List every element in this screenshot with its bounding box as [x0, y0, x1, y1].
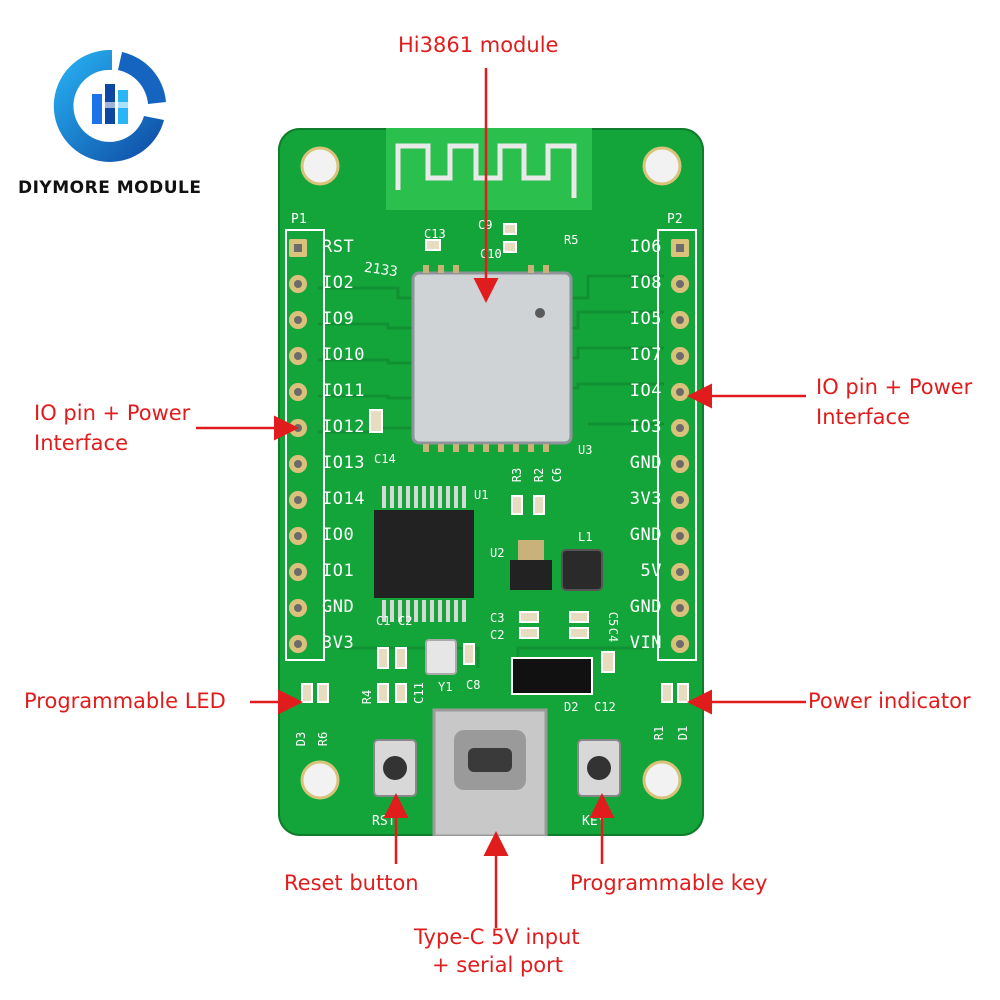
pin-label-right-6: GND — [629, 453, 662, 473]
callout-power-indicator: Power indicator — [808, 689, 971, 713]
header-pin-pad — [289, 275, 307, 293]
pin-label-left-1: IO2 — [322, 273, 355, 293]
pin-label-right-7: 3V3 — [629, 489, 662, 509]
pin-label-left-3: IO10 — [322, 345, 365, 365]
header-pin-pad — [289, 635, 307, 653]
callout-typec-line2: + serial port — [432, 953, 564, 977]
header-pin-pad — [289, 491, 307, 509]
pin-label-right-9: 5V — [640, 561, 662, 581]
refdes-y1: Y1 — [438, 680, 453, 694]
callout-reset-button: Reset button — [284, 871, 419, 895]
pin-label-right-1: IO8 — [629, 273, 662, 293]
header-pin-pad — [671, 563, 689, 581]
header-pin-pad — [289, 455, 307, 473]
header-pin-pad — [671, 275, 689, 293]
pin-label-left-6: IO13 — [322, 453, 365, 473]
refdes-c2-left: C2 — [398, 614, 413, 628]
header-left-label: P1 — [291, 212, 307, 227]
callout-io-right-line1: IO pin + Power — [816, 375, 973, 399]
pin-label-right-0: IO6 — [629, 237, 662, 257]
pin-label-left-10: GND — [322, 597, 355, 617]
pin-label-left-4: IO11 — [322, 381, 365, 401]
refdes-r5: R5 — [564, 233, 579, 247]
header-pin-pad — [289, 563, 307, 581]
header-pin-pad — [671, 347, 689, 365]
header-pin-pad — [671, 635, 689, 653]
pin-label-left-11: 3V3 — [322, 633, 355, 653]
pin-label-right-8: GND — [629, 525, 662, 545]
callout-io-left-line1: IO pin + Power — [34, 401, 191, 425]
pin-label-right-11: VIN — [629, 633, 662, 653]
refdes-c8: C8 — [466, 678, 481, 692]
callout-io-left-line2: Interface — [34, 431, 129, 455]
header-pin-pad — [671, 383, 689, 401]
header-right-label: P2 — [667, 212, 683, 227]
pin-label-left-0: RST — [322, 237, 355, 257]
callout-io-right-line2: Interface — [816, 405, 911, 429]
refdes-l1: L1 — [578, 530, 593, 544]
callout-prog-led: Programmable LED — [24, 689, 226, 713]
pin-label-right-5: IO3 — [629, 417, 662, 437]
pin-label-left-7: IO14 — [322, 489, 365, 509]
callout-typec-line1: Type-C 5V input — [414, 925, 580, 949]
brand-logo — [52, 42, 172, 172]
header-pin-pad — [289, 599, 307, 617]
header-pin-pad — [289, 239, 307, 257]
refdes-c1: C1 — [376, 614, 391, 628]
pcb-board — [278, 128, 704, 836]
header-pin-pad — [671, 455, 689, 473]
refdes-c14: C14 — [374, 452, 396, 466]
brand-name: DIYMORE MODULE — [18, 178, 202, 198]
header-pin-pad — [289, 527, 307, 545]
header-pin-pad — [289, 311, 307, 329]
pin-label-right-2: IO5 — [629, 309, 662, 329]
header-pin-pad — [671, 311, 689, 329]
header-pin-pad — [671, 599, 689, 617]
refdes-u1: U1 — [474, 488, 489, 502]
pin-label-left-8: IO0 — [322, 525, 355, 545]
header-pin-pad — [671, 527, 689, 545]
pin-label-left-2: IO9 — [322, 309, 355, 329]
callout-prog-key: Programmable key — [570, 871, 768, 895]
refdes-u3: U3 — [578, 443, 593, 457]
callout-module: Hi3861 module — [398, 33, 559, 57]
refdes-c13: C13 — [424, 227, 446, 241]
pin-label-right-10: GND — [629, 597, 662, 617]
header-pin-pad — [289, 347, 307, 365]
pin-label-right-3: IO7 — [629, 345, 662, 365]
refdes-c12: C12 — [594, 700, 616, 714]
refdes-c2-right: C2 — [490, 628, 505, 642]
refdes-d2: D2 — [564, 700, 579, 714]
header-pin-pad — [671, 239, 689, 257]
refdes-c3: C3 — [490, 611, 505, 625]
pin-label-left-5: IO12 — [322, 417, 365, 437]
refdes-u2: U2 — [490, 546, 505, 560]
pin-label-left-9: IO1 — [322, 561, 355, 581]
pin-label-right-4: IO4 — [629, 381, 662, 401]
header-pin-pad — [289, 383, 307, 401]
header-pin-pad — [671, 419, 689, 437]
header-pin-pad — [671, 491, 689, 509]
